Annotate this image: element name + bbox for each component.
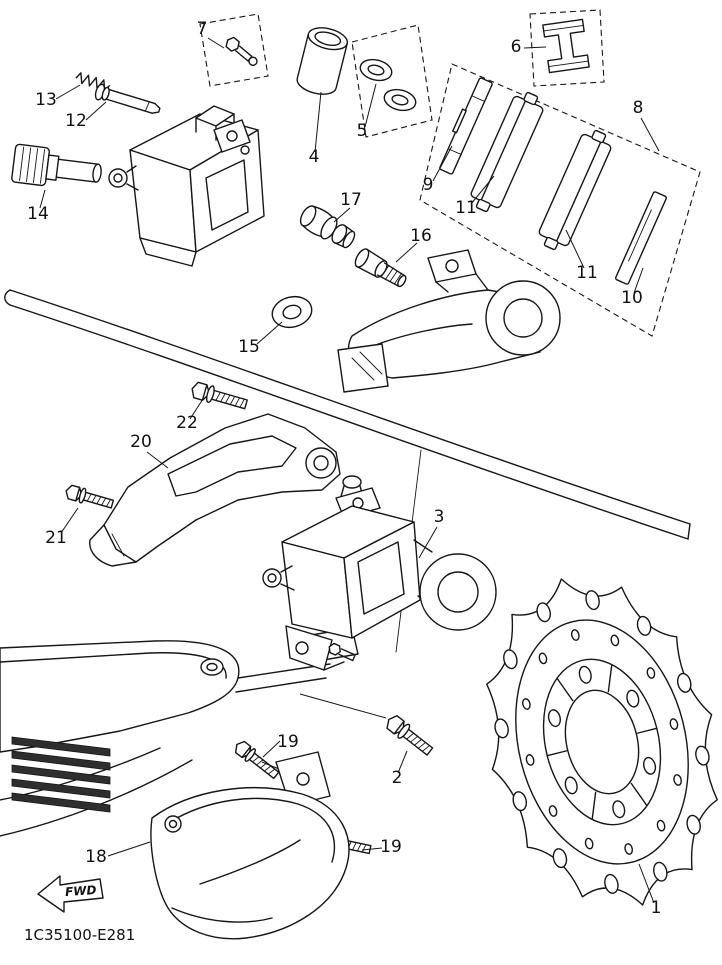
brake-caliper-assembly [262, 475, 497, 671]
brake-pad-right [538, 129, 612, 251]
part-label-10: 10 [621, 288, 643, 308]
part-label-12: 12 [65, 111, 87, 131]
part-labels: 7 13 12 14 4 5 6 9 11 8 11 10 17 16 15 2… [27, 19, 661, 918]
pad-spring-clip [529, 9, 605, 87]
part-label-8: 8 [633, 98, 644, 118]
detail-box-7 [199, 13, 269, 87]
slide-pin-large [11, 143, 102, 187]
caliper-piston [296, 27, 349, 95]
detail-box-6 [529, 9, 605, 87]
part-label-21: 21 [45, 528, 67, 548]
detail-box-5 [351, 24, 433, 138]
slide-bolt [354, 248, 407, 288]
part-label-19a: 19 [277, 732, 299, 752]
part-label-11b: 11 [576, 263, 598, 283]
bolt-19a [234, 740, 280, 780]
part-label-15: 15 [238, 337, 260, 357]
part-label-1: 1 [651, 898, 662, 918]
pad-shim-outer [615, 191, 667, 285]
piston-seals [351, 24, 433, 138]
part-label-14: 14 [27, 204, 49, 224]
fwd-arrow: FWD [37, 875, 104, 913]
part-label-6: 6 [511, 37, 522, 57]
collar-bushing [271, 295, 313, 329]
part-label-9: 9 [423, 175, 434, 195]
part-label-5: 5 [357, 121, 368, 141]
part-label-19b: 19 [380, 837, 402, 857]
torque-bracket [89, 413, 341, 567]
rubber-boot [299, 205, 356, 249]
part-label-16: 16 [410, 226, 432, 246]
part-label-18: 18 [85, 847, 107, 867]
fwd-arrow-label: FWD [65, 883, 97, 899]
union-bolt [225, 36, 258, 66]
leader-lines [39, 37, 660, 904]
brake-pad-left [470, 91, 544, 213]
part-label-7: 7 [197, 19, 208, 39]
bolt-2 [386, 714, 434, 756]
part-label-22: 22 [176, 413, 198, 433]
caliper-bracket [337, 249, 561, 393]
part-label-17: 17 [340, 190, 362, 210]
part-label-2: 2 [392, 768, 403, 788]
pad-shim-inner [439, 77, 493, 175]
brake-pad-kit [419, 63, 701, 337]
detail-box-8 [419, 63, 701, 337]
part-label-13: 13 [35, 90, 57, 110]
assembly-axis-line [299, 693, 387, 719]
disc-guard [150, 751, 350, 940]
bolt-21 [65, 484, 115, 509]
part-label-3: 3 [434, 507, 445, 527]
part-label-11a: 11 [455, 198, 477, 218]
bolt-22 [191, 381, 248, 410]
diagram-code: 1C35100-E281 [24, 926, 135, 944]
swingarm-end [0, 627, 359, 837]
part-label-20: 20 [130, 432, 152, 452]
part-label-4: 4 [309, 147, 320, 167]
brake-disc [452, 552, 722, 933]
pad-pin [94, 83, 161, 114]
brake-caliper-top [108, 105, 265, 267]
